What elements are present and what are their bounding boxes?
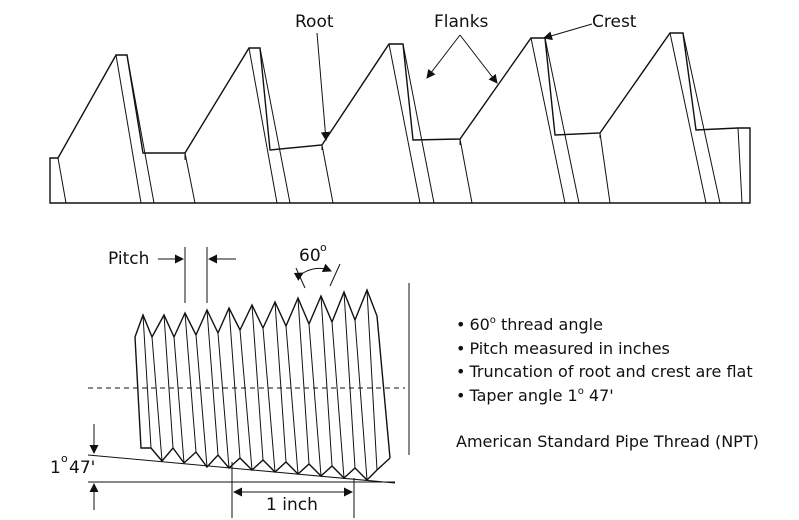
angle-extension-left — [295, 267, 306, 289]
one-inch-label: 1 inch — [266, 495, 318, 515]
bullet-item-4: •Taper angle 1o 47' — [456, 386, 614, 405]
pitch-label: Pitch — [108, 249, 149, 269]
bullet-list: •60o thread angle •Pitch measured in inc… — [456, 315, 753, 405]
flank-arrow-left — [426, 34, 461, 79]
thread-profile — [49, 32, 751, 204]
taper-degree-symbol: o — [61, 452, 68, 465]
flank-arrow-right — [459, 34, 498, 84]
bullet-item-3: •Truncation of root and crest are flat — [456, 362, 753, 381]
tapered-thread — [134, 288, 391, 481]
angle-arc — [293, 263, 332, 281]
angle-extension-right — [329, 263, 341, 287]
root-label: Root — [295, 12, 334, 32]
diagram-title: American Standard Pipe Thread (NPT) — [456, 432, 759, 451]
taper-minutes: 47' — [69, 458, 95, 478]
taper-line — [87, 454, 396, 484]
flanks-label: Flanks — [434, 12, 489, 32]
taper-degree-value: 1 — [50, 458, 61, 478]
bullet-item-1: •60o thread angle — [456, 315, 603, 334]
crest-arrow — [543, 23, 593, 41]
root-arrow — [316, 32, 330, 141]
angle-value: 60 — [299, 246, 321, 266]
bullet-item-2: •Pitch measured in inches — [456, 339, 670, 358]
crest-label: Crest — [592, 12, 637, 32]
angle-degree: o — [320, 241, 327, 254]
